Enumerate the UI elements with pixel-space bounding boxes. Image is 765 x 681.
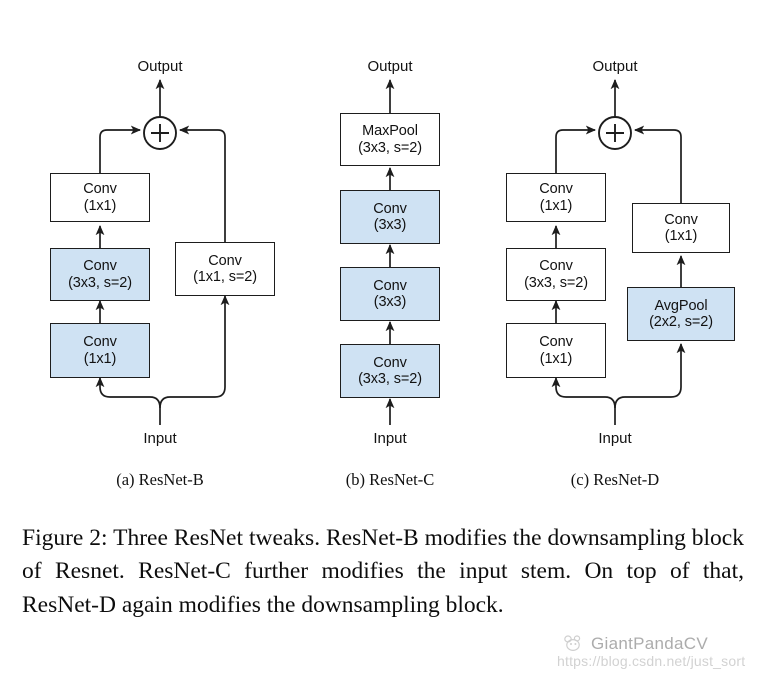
input-text-b: Input [143,430,177,447]
panel-c-subcaption: (b) ResNet-C [345,470,435,489]
node-d-shortcut-conv-1x1[interactable]: Conv (1x1) [632,203,730,253]
arrow-d-right-to-plus [633,125,682,203]
panel-b-subcaption: (a) ResNet-B [116,470,204,489]
node-b-conv-3x3-s2[interactable]: Conv (3x3, s=2) [50,248,150,301]
arrow-b-right-to-plus [178,125,226,242]
panel-c-input-label: Input [362,430,418,447]
watermark: GiantPandaCV [563,634,708,654]
arrow-b-input-to-left [95,376,161,409]
panda-icon [564,635,581,652]
node-b-conv-1x1-bottom[interactable]: Conv (1x1) [50,323,150,378]
arrow-b-left-to-plus [99,125,142,173]
input-text-d: Input [598,430,632,447]
figure-caption-text: Figure 2: Three ResNet tweaks. ResNet-B … [22,525,744,618]
node-c-conv-3x3-second[interactable]: Conv (3x3) [340,267,440,321]
node-c-maxpool-3x3-s2[interactable]: MaxPool (3x3, s=2) [340,113,440,166]
figure-caption: Figure 2: Three ResNet tweaks. ResNet-B … [22,522,744,622]
node-d-conv-1x1-top[interactable]: Conv (1x1) [506,173,606,222]
diagram-connectors [95,78,686,425]
output-text-d: Output [592,58,638,75]
arrow-b-input-to-right [159,294,230,409]
panel-b-output-label: Output [130,58,190,75]
arrow-d-input-to-left [551,376,616,409]
node-c-conv-3x3-s2-first[interactable]: Conv (3x3, s=2) [340,344,440,398]
node-d-avgpool-2x2-s2[interactable]: AvgPool (2x2, s=2) [627,287,735,341]
node-b-shortcut-conv-1x1-s2[interactable]: Conv (1x1, s=2) [175,242,275,296]
output-text-c: Output [367,58,413,75]
panel-b-input-label: Input [132,430,188,447]
arrow-d-left-to-plus [555,125,597,173]
arrow-d-input-to-right [614,342,686,409]
panel-d-subcaption: (c) ResNet-D [570,470,660,489]
input-text-c: Input [373,430,407,447]
node-d-conv-1x1-bottom[interactable]: Conv (1x1) [506,323,606,378]
panel-c-output-label: Output [360,58,420,75]
watermark-brand: GiantPandaCV [591,634,709,653]
node-c-conv-3x3-third[interactable]: Conv (3x3) [340,190,440,244]
watermark-url: https://blog.csdn.net/just_sort [557,653,746,669]
output-text-b: Output [137,58,183,75]
node-d-conv-3x3-s2[interactable]: Conv (3x3, s=2) [506,248,606,301]
node-b-conv-1x1-top[interactable]: Conv (1x1) [50,173,150,222]
panel-d-input-label: Input [587,430,643,447]
panel-d-output-label: Output [585,58,645,75]
